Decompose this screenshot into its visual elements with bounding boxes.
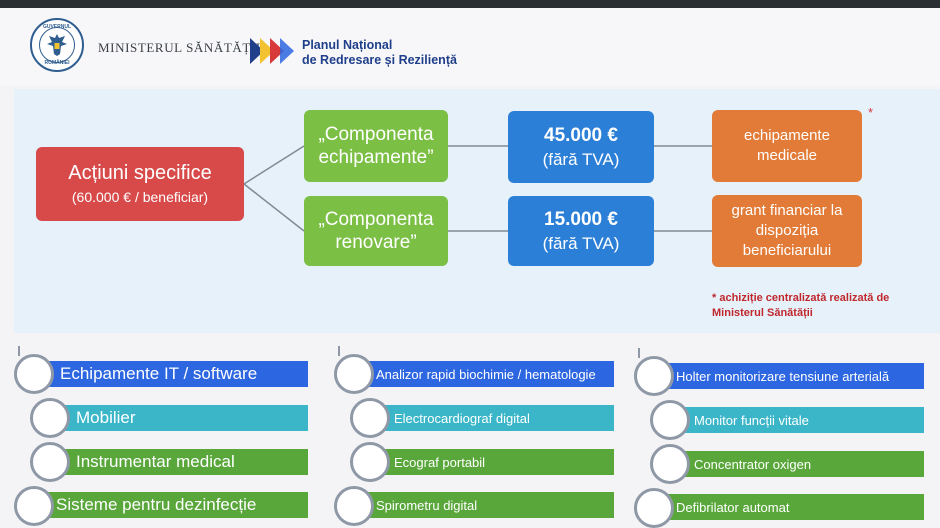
pnrr-title: Planul Național de Redresare și Rezilien… (302, 38, 457, 68)
top-bar (0, 0, 940, 8)
seal-bottom-text: ROMÂNIEI (44, 60, 70, 66)
amount-value: 15.000 € (544, 208, 618, 230)
list-item: Concentrator oxigen (672, 451, 924, 477)
root-subtitle: (60.000 € / beneficiar) (71, 189, 209, 205)
list-bullet (650, 400, 690, 440)
result-grant-financiar-node: grant financiar la dispoziția beneficiar… (712, 195, 862, 267)
list-item: Defibrilator automat (658, 494, 924, 520)
root-node-actiuni-specifice: Acțiuni specifice (60.000 € / beneficiar… (36, 147, 244, 221)
component-renovare-node: „Componenta renovare” (304, 196, 448, 266)
list-item: Ecograf portabil (372, 449, 614, 475)
component-echipamente-node: „Componenta echipamente” (304, 110, 448, 182)
list-item: Mobilier (52, 405, 308, 431)
list-bullet (650, 444, 690, 484)
amount-vat: (fără TVA) (542, 233, 620, 253)
list-item: Echipamente IT / software (38, 361, 308, 387)
eagle-icon (47, 34, 67, 56)
amount-vat: (fără TVA) (542, 149, 620, 169)
list-item: Sisteme pentru dezinfecție (38, 492, 308, 518)
pnrr-line2: de Redresare și Reziliență (302, 53, 457, 67)
pnrr-logo-icon (250, 38, 294, 64)
list-item: Holter monitorizare tensiune arterială (658, 363, 924, 389)
list-bullet (334, 486, 374, 526)
list-item: Monitor funcții vitale (672, 407, 924, 433)
list-bullet (334, 354, 374, 394)
list-bullet (634, 356, 674, 396)
header (0, 8, 940, 86)
amount-value: 45.000 € (544, 124, 618, 146)
list-item: Electrocardiograf digital (372, 405, 614, 431)
asterisk-marker: * (868, 105, 874, 120)
list-item: Spirometru digital (358, 492, 614, 518)
list-bullet (634, 488, 674, 528)
list-bullet (350, 442, 390, 482)
list-bullet (30, 442, 70, 482)
amount-renovare-node: 15.000 € (fără TVA) (508, 196, 654, 266)
government-seal-logo: GUVERNUL ROMÂNIEI (30, 18, 84, 72)
list-bullet (30, 398, 70, 438)
result-echipamente-medicale-node: echipamente medicale (712, 110, 862, 182)
pnrr-line1: Planul Național (302, 38, 393, 52)
ministry-name: MINISTERUL SĂNĂTĂȚII (98, 40, 261, 55)
list-bullet (350, 398, 390, 438)
list-bullet (14, 486, 54, 526)
list-item: Instrumentar medical (52, 449, 308, 475)
list-item: Analizor rapid biochimie / hematologie (358, 361, 614, 387)
list-bullet (14, 354, 54, 394)
footnote: * achiziție centralizată realizată de Mi… (712, 292, 890, 319)
amount-echipamente-node: 45.000 € (fără TVA) (508, 111, 654, 183)
root-title: Acțiuni specifice (68, 162, 212, 184)
